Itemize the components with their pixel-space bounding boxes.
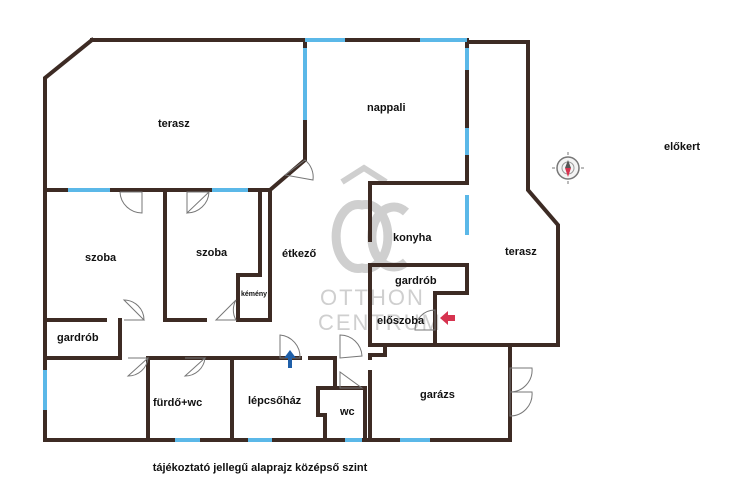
stair-direction-arrow-icon bbox=[284, 350, 296, 368]
room-label-wc: wc bbox=[339, 406, 355, 418]
door-eloszoba bbox=[339, 334, 363, 359]
door-szoba-1 bbox=[119, 191, 143, 214]
plan-caption: tájékoztató jellegű alaprajz középső szi… bbox=[152, 462, 368, 474]
watermark-line-1: OTTHON bbox=[320, 285, 425, 310]
compass-rose-icon bbox=[552, 152, 584, 184]
door-szoba-2 bbox=[186, 191, 211, 215]
door-lepcsohaz bbox=[279, 334, 301, 359]
doors bbox=[119, 159, 533, 417]
walls bbox=[43, 37, 560, 442]
room-label-gardrob-left: gardrób bbox=[57, 332, 99, 344]
room-label-eloszoba: előszoba bbox=[377, 315, 425, 327]
room-label-etkezo: étkező bbox=[282, 248, 317, 260]
door-szoba-2-hall bbox=[214, 299, 237, 321]
room-label-terasz-left: terasz bbox=[158, 118, 190, 130]
room-label-szoba-1: szoba bbox=[85, 252, 117, 264]
room-label-gardrob-upper: gardrób bbox=[395, 275, 437, 287]
room-label-konyha: konyha bbox=[393, 232, 432, 244]
watermark: OTTHON CENTRUM bbox=[318, 164, 442, 335]
room-label-szoba-2: szoba bbox=[196, 247, 228, 259]
room-label-nappali: nappali bbox=[367, 102, 406, 114]
room-label-garazs: garázs bbox=[420, 389, 455, 401]
door-garazs bbox=[509, 367, 533, 417]
room-labels: terasz nappali előkert konyha étkező ter… bbox=[57, 102, 700, 418]
door-wc bbox=[339, 371, 364, 389]
door-entrance bbox=[414, 309, 436, 331]
entrance-arrow-icon bbox=[440, 311, 455, 325]
room-label-furdo-wc: fürdő+wc bbox=[153, 397, 202, 409]
door-furdo bbox=[183, 357, 207, 377]
room-label-terasz-right: terasz bbox=[505, 246, 537, 258]
watermark-line-2: CENTRUM bbox=[318, 310, 442, 335]
room-label-kemeny: kémény bbox=[241, 291, 267, 298]
room-label-elokert: előkert bbox=[664, 141, 700, 153]
windows bbox=[43, 38, 469, 442]
door-szoba-1-hall bbox=[122, 299, 146, 321]
door-gardrob-left bbox=[126, 357, 150, 377]
room-label-lepcsohaz: lépcsőház bbox=[248, 395, 302, 407]
door-terasz-etkezo bbox=[283, 159, 314, 181]
